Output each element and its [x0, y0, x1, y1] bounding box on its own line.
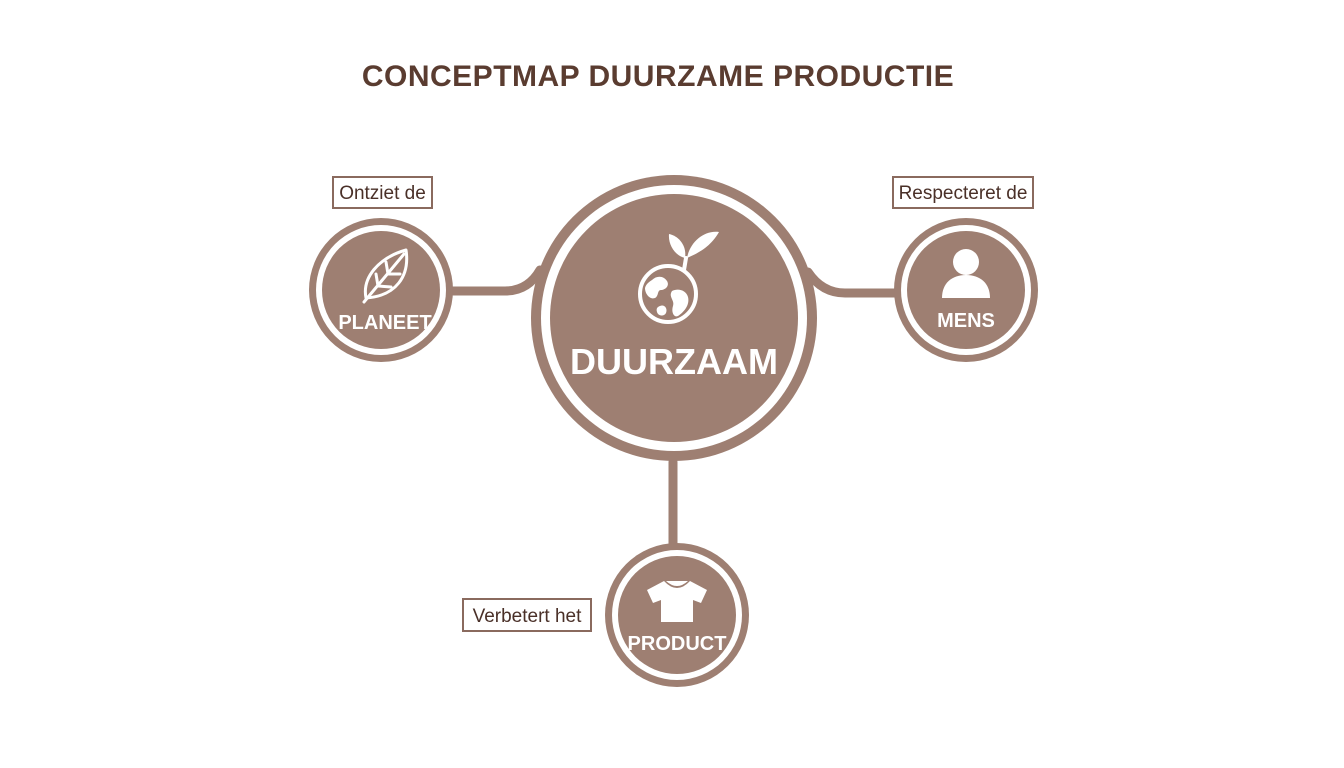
relation-label-mens: Respecteret de: [892, 176, 1034, 209]
relation-label-product-text: Verbetert het: [473, 606, 583, 627]
center-node: DUURZAAM: [531, 175, 817, 461]
relation-label-mens-text: Respecteret de: [899, 183, 1028, 204]
person-icon: [942, 249, 990, 298]
globe-sprout-icon: [638, 231, 719, 324]
connector-mens: [803, 267, 900, 298]
node-mens: MENS: [894, 218, 1038, 362]
node-planeet: PLANEET: [309, 218, 453, 362]
center-node-label: DUURZAAM: [570, 341, 778, 382]
tshirt-icon: [647, 581, 707, 622]
relation-label-planeet-text: Ontziet de: [339, 183, 426, 204]
node-mens-label: MENS: [937, 310, 995, 332]
connectors: [447, 265, 900, 550]
node-product: PRODUCT: [605, 543, 749, 687]
relation-label-product: Verbetert het: [462, 598, 592, 632]
node-planeet-label: PLANEET: [338, 312, 431, 334]
leaf-icon: [362, 248, 409, 304]
page-title: CONCEPTMAP DUURZAME PRODUCTIE: [362, 60, 954, 93]
relation-label-planeet: Ontziet de: [332, 176, 433, 209]
connector-planeet: [447, 265, 545, 296]
node-product-label: PRODUCT: [628, 633, 727, 655]
